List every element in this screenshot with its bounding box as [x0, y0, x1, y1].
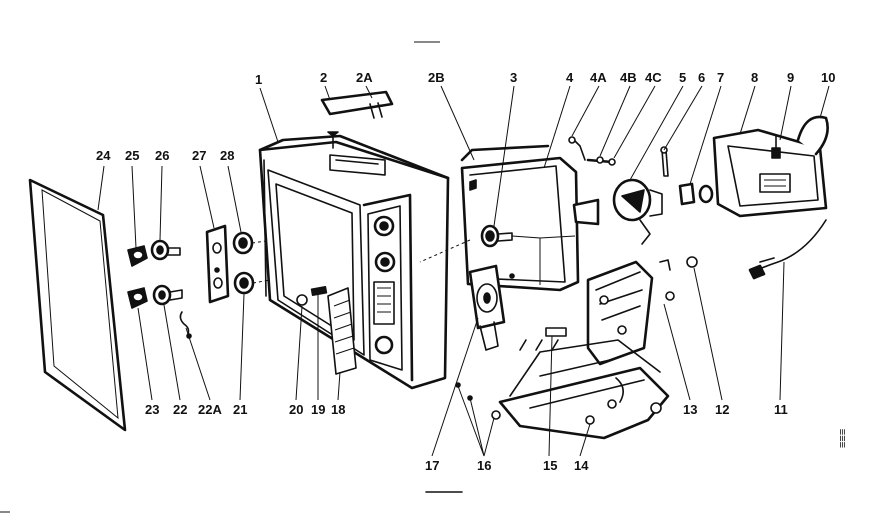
part-18 [327, 287, 357, 375]
part-top-cover [320, 90, 394, 149]
part-yoke-assembly [568, 136, 669, 245]
part-bracket [586, 256, 698, 366]
part-back-cover [712, 115, 829, 218]
part-power-cord [748, 219, 827, 280]
part-front-panel [28, 178, 127, 432]
callout-15: 15 [543, 458, 557, 473]
callout-10: 10 [821, 70, 835, 85]
callout-4: 4 [566, 70, 574, 85]
part-cabinet [258, 134, 450, 390]
callout-25: 25 [125, 148, 139, 163]
callout-4b: 4B [620, 70, 637, 85]
part-picture-tube [460, 144, 600, 292]
callout-22a: 22A [198, 402, 222, 417]
callout-2a: 2A [356, 70, 373, 85]
callout-23: 23 [145, 402, 159, 417]
callout-19: 19 [311, 402, 325, 417]
callout-21: 21 [233, 402, 247, 417]
callout-18: 18 [331, 402, 345, 417]
callout-12: 12 [715, 402, 729, 417]
part-19 [310, 286, 328, 296]
callout-4a: 4A [590, 70, 607, 85]
callout-labels: 1 2 2A 2B 3 4 4A 4B 4C 5 6 7 8 9 10 11 1… [96, 70, 835, 473]
callout-2b: 2B [428, 70, 445, 85]
callout-11: 11 [774, 402, 788, 417]
part-knob-lower [127, 287, 148, 309]
callout-20: 20 [289, 402, 303, 417]
part-20 [296, 294, 308, 306]
part-main-chassis [498, 327, 670, 440]
callout-22: 22 [173, 402, 187, 417]
callout-3: 3 [510, 70, 517, 85]
callout-7: 7 [717, 70, 724, 85]
part-speaker [468, 264, 515, 351]
callout-24: 24 [96, 148, 111, 163]
part-bushing-lower [233, 271, 255, 295]
callout-27: 27 [192, 148, 206, 163]
callout-4c: 4C [645, 70, 662, 85]
callout-28: 28 [220, 148, 234, 163]
leader-lines [97, 85, 830, 457]
callout-5: 5 [679, 70, 686, 85]
callout-9: 9 [787, 70, 794, 85]
callout-17: 17 [425, 458, 439, 473]
scan-marks [0, 41, 463, 513]
part-shaft-lower [152, 284, 192, 339]
part-screws [455, 382, 501, 420]
callout-8: 8 [751, 70, 758, 85]
side-mark: ≡≡≡ [837, 429, 849, 448]
part-bushing-upper [232, 231, 254, 255]
callout-14: 14 [574, 458, 589, 473]
callout-26: 26 [155, 148, 169, 163]
part-shaft-upper [150, 239, 181, 261]
part-7 [698, 184, 714, 204]
part-6 [678, 182, 696, 206]
part-escutcheon-plate [205, 224, 230, 304]
part-knob-3 [480, 224, 513, 248]
callout-2: 2 [320, 70, 327, 85]
callout-13: 13 [683, 402, 697, 417]
part-knob-upper [127, 245, 148, 267]
callout-16: 16 [477, 458, 491, 473]
callout-6: 6 [698, 70, 705, 85]
callout-1: 1 [255, 72, 262, 87]
